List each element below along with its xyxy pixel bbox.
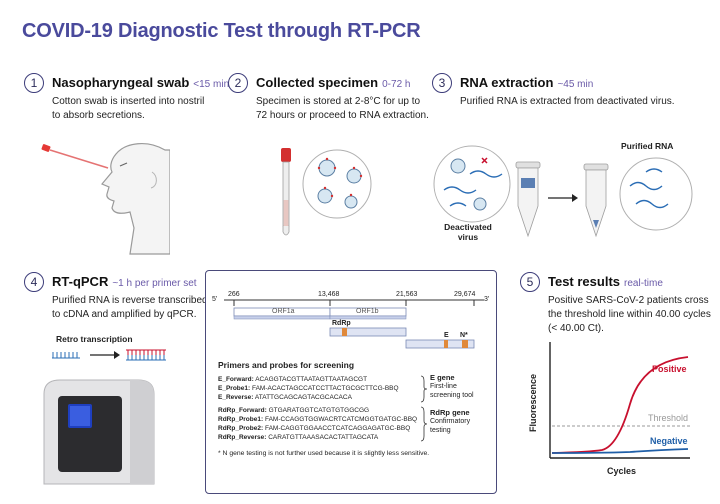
- footnote: * N gene testing is not further used bec…: [218, 450, 430, 457]
- purified-rna-icon: [629, 168, 669, 209]
- purified-tube-icon: [583, 163, 609, 238]
- e-primer-list: E_Forward: ACAGGTACGTTAATAGTTAATAGCGT E_…: [218, 375, 399, 402]
- extraction-tube-icon: [515, 161, 541, 238]
- page-title: COVID-19 Diagnostic Test through RT-PCR: [22, 20, 421, 42]
- rdrp-primer-list: RdRp_Forward: GTGARATGGTCATGTGTGGCGG RdR…: [218, 406, 417, 442]
- threshold-label: Threshold: [648, 413, 689, 423]
- pcr-machine-icon: [43, 379, 155, 485]
- primers-heading: Primers and probes for screening: [218, 360, 355, 370]
- orf1a-label: ORF1a: [272, 308, 295, 315]
- rdrp-bracket: [420, 406, 428, 442]
- rna-extraction-illustration: [433, 145, 693, 238]
- position-label: 266: [228, 291, 240, 298]
- step-2-time: 0-72 h: [382, 79, 411, 90]
- step-1-heading: Nasopharyngeal swab<15 min: [52, 75, 230, 90]
- position-label: 29,674: [454, 291, 476, 298]
- step-5-time: real-time: [624, 278, 663, 289]
- specimen-illustration: [281, 148, 372, 236]
- step-4-heading: RT-qPCR~1 h per primer set: [52, 274, 197, 289]
- positive-label: Positive: [652, 364, 687, 374]
- position-label: 13,468: [318, 291, 340, 298]
- deactivated-virus-icon: [450, 158, 487, 211]
- rdrp-gene-info: RdRp gene Confirmatory testing: [430, 408, 471, 434]
- step-1-number: 1: [24, 73, 44, 93]
- orf1b-label: ORF1b: [356, 308, 379, 315]
- structural-genes-block: [405, 339, 475, 349]
- head-profile-icon: [101, 143, 170, 255]
- negative-curve: [551, 448, 689, 454]
- primer-row: RdRp_Forward: GTGARATGGTCATGTGTGGCGG: [218, 407, 370, 414]
- rdrp-block: [329, 327, 407, 337]
- step-5-number: 5: [520, 272, 540, 292]
- rna-strand-icon: [443, 170, 503, 207]
- step-2-number: 2: [228, 73, 248, 93]
- positive-curve: [551, 356, 689, 454]
- step-3-heading: RNA extraction~45 min: [460, 75, 594, 90]
- cdna-strand-icon: [126, 349, 166, 361]
- step-3-number: 3: [432, 73, 452, 93]
- rdrp-label: RdRp: [332, 320, 351, 327]
- primer-row: RdRp_Reverse: CARATGTTAAASACACTATTAGCATA: [218, 434, 379, 441]
- specimen-tube-icon: [281, 148, 291, 236]
- e-bracket: [420, 375, 428, 403]
- primer-panel: [205, 270, 497, 494]
- e-gene-label: E: [444, 332, 449, 339]
- amplification-chart: [549, 342, 690, 459]
- three-prime-label: 3': [484, 296, 490, 303]
- step-1-time: <15 min: [193, 79, 230, 90]
- rna-strand-icon: [52, 352, 80, 359]
- step-4-time: ~1 h per primer set: [112, 278, 197, 289]
- y-axis-label: Fluorescence: [528, 373, 538, 432]
- primer-row: RdRp_Probe1: FAM-CCAGGTGGWACRTCATCMGGTGA…: [218, 416, 418, 423]
- step-3-description: Purified RNA is extracted from deactivat…: [460, 96, 675, 107]
- e-gene-info: E gene First-line screening tool: [430, 373, 474, 399]
- purified-rna-label: Purified RNA: [621, 141, 674, 151]
- x-axis-label: Cycles: [607, 466, 637, 476]
- primer-row: RdRp_Probe2: FAM-CAGGTGGAACCTCATCAGGAGAT…: [218, 425, 411, 432]
- n-gene-label: N*: [460, 332, 468, 339]
- retro-transcription-label: Retro transcription: [56, 334, 133, 344]
- negative-label: Negative: [650, 436, 688, 446]
- primer-row: E_Forward: ACAGGTACGTTAATAGTTAATAGCGT: [218, 376, 368, 383]
- pcr-machine-illustration: [43, 379, 155, 485]
- retro-transcription-illustration: [52, 349, 166, 361]
- five-prime-label: 5': [212, 296, 218, 303]
- primer-row: E_Probe1: FAM-ACACTAGCCATCCTTACTGCGCTTCG…: [218, 385, 399, 392]
- swab-icon: [41, 144, 109, 169]
- nasal-swab-illustration: [41, 143, 170, 255]
- primer-row: E_Reverse: ATATTGCAGCAGTACGCACACA: [218, 394, 352, 401]
- genome-map: [224, 299, 484, 349]
- step-4-number: 4: [24, 272, 44, 292]
- position-label: 21,563: [396, 291, 418, 298]
- step-3-time: ~45 min: [557, 79, 594, 90]
